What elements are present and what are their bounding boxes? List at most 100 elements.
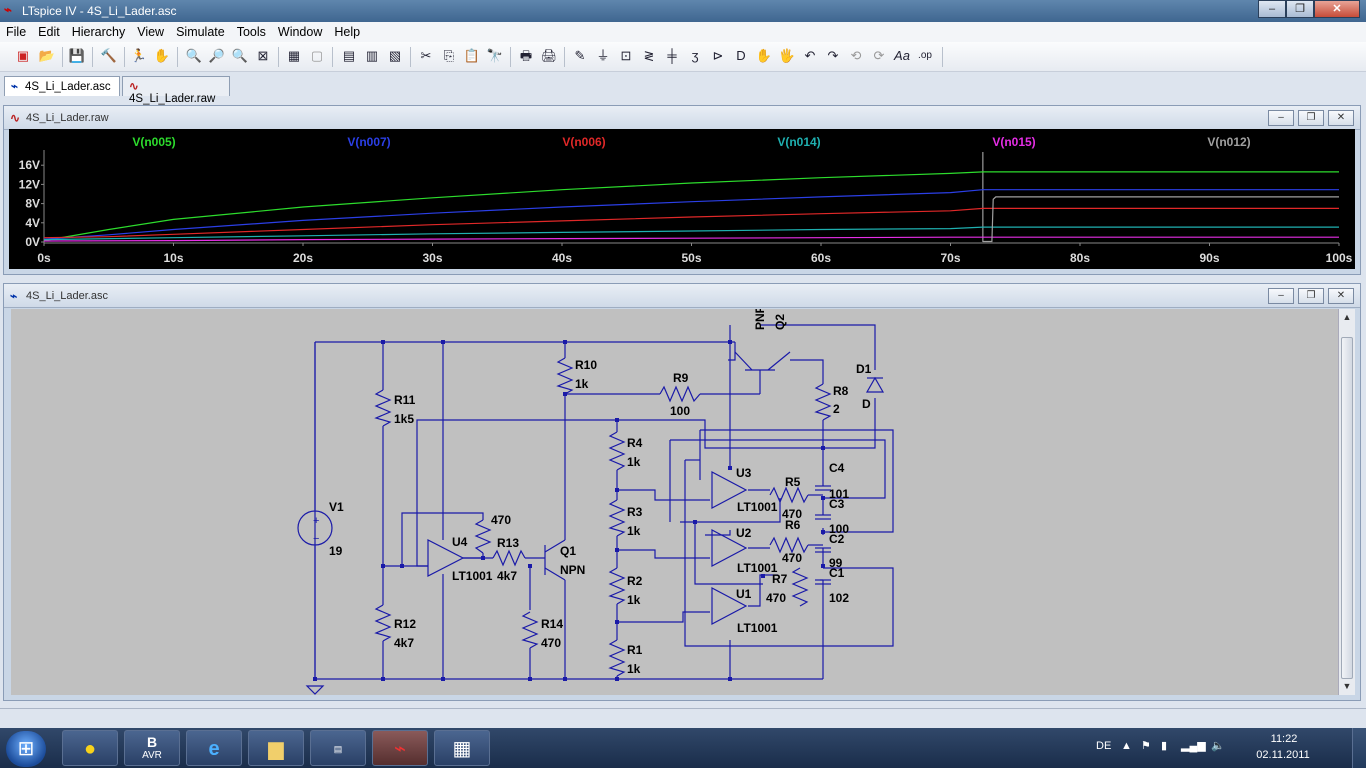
power-icon[interactable]: ▮ <box>1161 740 1168 752</box>
schematic-maximize-button[interactable]: ❐ <box>1298 288 1324 304</box>
text-icon[interactable]: Aa <box>894 48 910 63</box>
flag-icon[interactable]: ⚑ <box>1141 740 1151 752</box>
label-r14: R14 <box>541 617 563 631</box>
waveform-plot[interactable]: V(n005)V(n007)V(n006)V(n014)V(n015)V(n01… <box>9 129 1355 269</box>
label-r12-value: 4k7 <box>394 636 414 650</box>
find-icon[interactable]: 🔭 <box>486 48 504 63</box>
paste-icon[interactable]: 📋 <box>463 48 481 63</box>
print-setup-icon[interactable]: 🖶 <box>519 48 533 63</box>
waveform-close-button[interactable]: ✕ <box>1328 110 1354 126</box>
menu-tools[interactable]: Tools <box>236 25 266 39</box>
print-icon[interactable]: 🖨 <box>540 48 558 63</box>
menu-hierarchy[interactable]: Hierarchy <box>71 25 126 39</box>
scroll-down-icon[interactable]: ▼ <box>1342 681 1352 691</box>
trace-label: V(n015) <box>992 135 1035 149</box>
clock-date[interactable]: 02.11.2011 <box>1256 749 1310 761</box>
label-r13: R13 <box>497 536 519 550</box>
taskbar-basic-editor[interactable]: ▤ <box>310 730 366 766</box>
zoom-out-icon[interactable]: 🔍 <box>231 48 249 63</box>
menu-simulate[interactable]: Simulate <box>176 25 225 39</box>
spice-directive-icon[interactable]: .op <box>918 50 932 61</box>
language-indicator[interactable]: DE <box>1096 740 1112 752</box>
waveform-minimize-button[interactable]: – <box>1268 110 1294 126</box>
inductor-icon[interactable]: ʒ <box>691 48 699 63</box>
run-icon[interactable]: 🏃 <box>130 48 148 63</box>
save-icon[interactable]: 💾 <box>68 48 86 63</box>
close-button[interactable]: ✕ <box>1314 0 1360 18</box>
maximize-button[interactable]: ❐ <box>1286 0 1314 18</box>
tab-waveform[interactable]: ∿4S_Li_Lader.raw <box>122 76 230 105</box>
redo-icon[interactable]: ↷ <box>827 48 839 63</box>
undo-icon[interactable]: ↶ <box>804 48 816 63</box>
menu-edit[interactable]: Edit <box>38 25 60 39</box>
label-r10-value: 1k <box>575 377 589 391</box>
label-r9-value: 100 <box>670 404 690 418</box>
y-tick-label: 0V <box>25 235 40 249</box>
move-icon[interactable]: ✋ <box>755 48 773 63</box>
x-tick-label: 50s <box>681 251 701 265</box>
label-r11: R11 <box>394 393 416 407</box>
cursor-icon[interactable]: ▢ <box>310 48 324 63</box>
ltspice-app-icon[interactable]: ⌁ <box>4 2 12 17</box>
autorange-icon[interactable]: ▦ <box>287 48 301 63</box>
label-d1: D1 <box>856 362 872 376</box>
waveform-maximize-button[interactable]: ❐ <box>1298 110 1324 126</box>
tile-vertical-icon[interactable]: ▥ <box>365 48 379 63</box>
menu-window[interactable]: Window <box>277 25 323 39</box>
scroll-up-icon[interactable]: ▲ <box>1342 312 1352 322</box>
network-icon[interactable]: ▂▄▆ <box>1181 740 1206 752</box>
menu-view[interactable]: View <box>137 25 165 39</box>
resistor-r13 <box>492 549 526 567</box>
menu-help[interactable]: Help <box>334 25 361 39</box>
clock-time[interactable]: 11:22 <box>1270 733 1298 745</box>
opamp-u2 <box>711 529 748 567</box>
control-panel-icon[interactable]: 🔨 <box>100 48 118 63</box>
label-r3: R3 <box>627 505 643 519</box>
taskbar-calculator[interactable]: ▦ <box>434 730 490 766</box>
tab-schematic[interactable]: ⌁4S_Li_Lader.asc <box>4 76 120 96</box>
cut-icon[interactable]: ✂ <box>420 48 432 63</box>
taskbar-explorer[interactable]: ▆ <box>248 730 304 766</box>
series-line <box>982 196 1339 243</box>
start-button[interactable]: ⊞ <box>6 731 46 767</box>
halt-icon[interactable]: ✋ <box>153 48 171 63</box>
diode-icon[interactable]: ⊳ <box>712 48 724 63</box>
drag-icon[interactable]: 🖐 <box>778 48 796 63</box>
ltspice-icon: ⌁ <box>393 738 407 760</box>
taskbar-bascom-avr[interactable]: B AVR <box>124 730 180 766</box>
schematic-close-button[interactable]: ✕ <box>1328 288 1354 304</box>
volume-icon[interactable]: 🔈 <box>1211 740 1225 752</box>
component-icon[interactable]: D <box>736 48 746 63</box>
open-icon[interactable]: 📂 <box>38 48 56 63</box>
taskbar-ltspice[interactable]: ⌁ <box>372 730 428 766</box>
series-line <box>43 189 1339 240</box>
show-desktop-button[interactable] <box>1352 728 1366 768</box>
scrollbar-thumb[interactable] <box>1341 337 1353 679</box>
tile-horizontal-icon[interactable]: ▤ <box>342 48 356 63</box>
capacitor-icon[interactable]: ╪ <box>667 48 677 63</box>
schematic-canvas[interactable]: + − V1 19 R11 1k5 R12 4k7 U4 LT1001 470 … <box>11 305 1338 695</box>
schematic-minimize-button[interactable]: – <box>1268 288 1294 304</box>
resistor-r5 <box>769 486 809 504</box>
rotate-icon[interactable]: ⟲ <box>850 48 862 63</box>
cascade-icon[interactable]: ▧ <box>388 48 402 63</box>
schematic-window-caption: ⌁ 4S_Li_Lader.asc – ❐ ✕ <box>4 284 1360 308</box>
draw-wire-icon[interactable]: ✎ <box>574 48 586 63</box>
taskbar-internet-explorer[interactable]: e <box>186 730 242 766</box>
zoom-in-icon[interactable]: 🔍 <box>185 48 203 63</box>
new-schematic-icon[interactable]: ▣ <box>16 48 30 63</box>
resistor-r12 <box>374 604 392 642</box>
tray-expand-icon[interactable]: ▲ <box>1121 740 1132 752</box>
taskbar-lemon-app[interactable]: ● <box>62 730 118 766</box>
pan-icon[interactable]: 🔎 <box>208 48 226 63</box>
ground-icon[interactable]: ⏚ <box>596 48 610 63</box>
label-net-icon[interactable]: ⊡ <box>620 48 632 63</box>
mirror-icon[interactable]: ⟳ <box>873 48 885 63</box>
copy-icon[interactable]: ⎘ <box>443 48 455 63</box>
menu-file[interactable]: File <box>6 25 27 39</box>
zoom-fit-icon[interactable]: ⊠ <box>257 48 269 63</box>
schematic-vertical-scrollbar[interactable]: ▲ ▼ <box>1338 309 1355 695</box>
resistor-icon[interactable]: ≷ <box>643 48 655 63</box>
minimize-button[interactable]: – <box>1258 0 1286 18</box>
schematic-icon: ⌁ <box>10 289 18 303</box>
